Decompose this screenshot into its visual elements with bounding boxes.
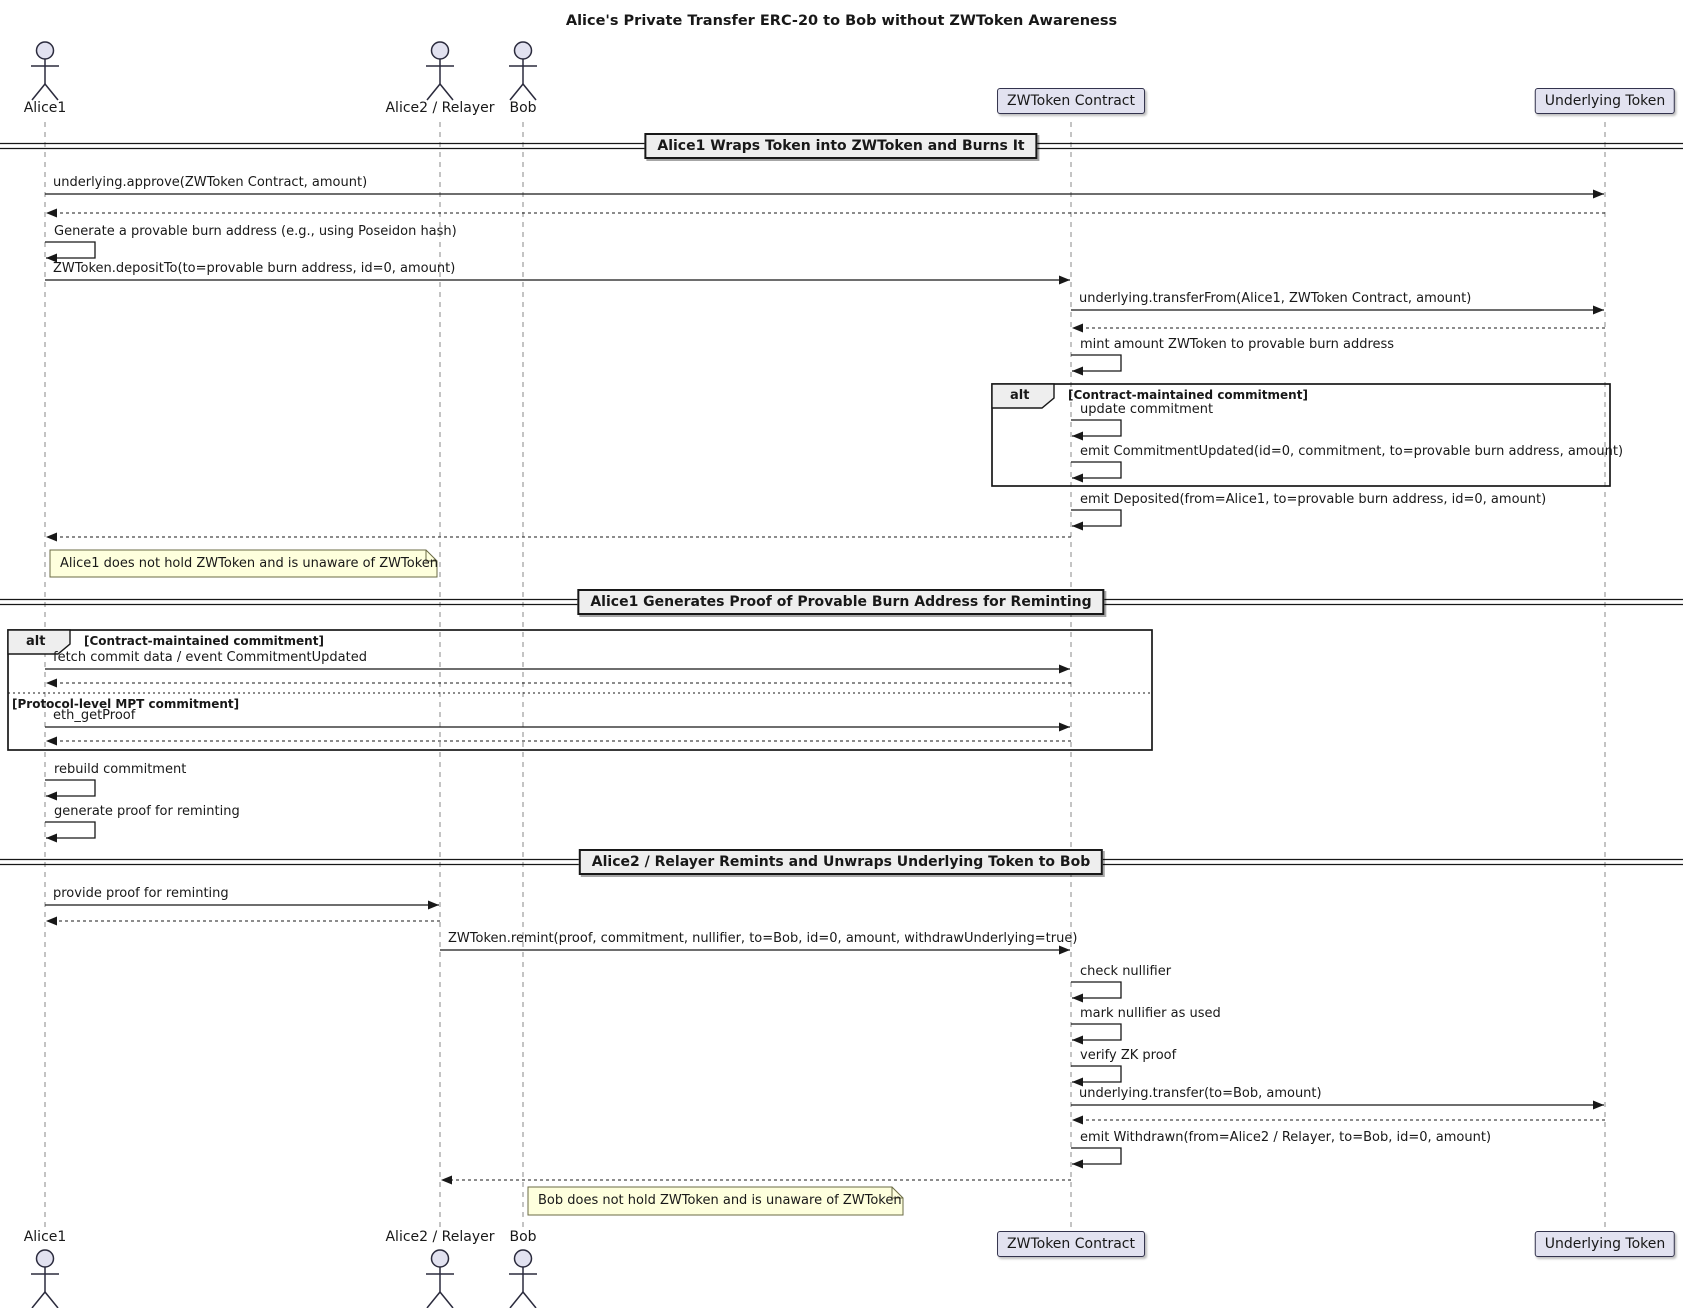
- msg-update-commitment-arrow: [1071, 419, 1122, 441]
- msg-underlying-transfer-label: underlying.transfer(to=Bob, amount): [1079, 1086, 1322, 1101]
- msg-mark-nullifier-label: mark nullifier as used: [1080, 1006, 1221, 1021]
- alice2-actor-leg-right-top: [439, 83, 454, 101]
- alice1-actor-head-bottom: [35, 1249, 55, 1268]
- bob-actor-head-bottom: [513, 1249, 533, 1268]
- alice1-label-bottom: Alice1: [23, 1229, 67, 1245]
- msg-fetch-commit-label: fetch commit data / event CommitmentUpda…: [53, 650, 367, 665]
- msg-approve-label: underlying.approve(ZWToken Contract, amo…: [53, 175, 368, 190]
- msg-generate-burn-address-label: Generate a provable burn address (e.g., …: [54, 224, 457, 239]
- bob-actor-leg-right-bottom: [522, 1291, 537, 1308]
- alice2-actor-head-bottom: [430, 1249, 450, 1268]
- alice2-label-bottom: Alice2 / Relayer: [385, 1229, 495, 1245]
- note-alice1-unaware-label: Alice1 does not hold ZWToken and is unaw…: [60, 556, 439, 571]
- bob-actor-leg-left-bottom: [509, 1291, 524, 1308]
- alt-commitment-source-operator-tab: [7, 629, 71, 655]
- msg-rebuild-commitment-arrow: [45, 779, 96, 801]
- msg-generate-proof-label: generate proof for reminting: [54, 804, 240, 819]
- bob-actor-leg-right-top: [522, 83, 537, 101]
- msg-transfer-from-label: underlying.transferFrom(Alice1, ZWToken …: [1079, 291, 1472, 306]
- msg-verify-zk-proof-label: verify ZK proof: [1080, 1048, 1177, 1063]
- note-bob-unaware-label: Bob does not hold ZWToken and is unaware…: [538, 1193, 902, 1208]
- alice1-actor-leg-left-top: [31, 83, 46, 101]
- msg-rebuild-commitment-label: rebuild commitment: [54, 762, 187, 777]
- msg-check-nullifier-label: check nullifier: [1080, 964, 1172, 979]
- alt-contract-commitment-frame: [991, 383, 1611, 487]
- msg-check-nullifier-arrow: [1071, 981, 1122, 1003]
- note-bob-unaware-fold: [891, 1187, 903, 1199]
- alice2-actor-head-top: [430, 41, 450, 60]
- note-alice1-unaware-fold: [425, 550, 437, 562]
- alice2-label-top: Alice2 / Relayer: [385, 100, 495, 116]
- msg-remint-label: ZWToken.remint(proof, commitment, nullif…: [448, 931, 1078, 946]
- msg-provide-proof-label: provide proof for reminting: [53, 886, 229, 901]
- alice1-actor-head-top: [35, 41, 55, 60]
- alice2-actor-leg-left-bottom: [426, 1291, 441, 1308]
- msg-verify-zk-proof-arrow: [1071, 1065, 1122, 1087]
- diagram-title: Alice's Private Transfer ERC-20 to Bob w…: [565, 13, 1118, 29]
- msg-eth-getproof-label: eth_getProof: [53, 708, 136, 723]
- alice1-actor-leg-right-bottom: [44, 1291, 59, 1308]
- alt-commitment-source-frame: [7, 629, 1153, 751]
- alice1-actor-leg-right-top: [44, 83, 59, 101]
- alt-commitment-source-condition-0: [Contract-maintained commitment]: [84, 634, 324, 648]
- msg-emit-deposited-label: emit Deposited(from=Alice1, to=provable …: [1080, 492, 1547, 507]
- underlying-box-bottom: Underlying Token: [1534, 1231, 1676, 1257]
- alice2-actor-leg-right-bottom: [439, 1291, 454, 1308]
- bob-actor-head-top: [513, 41, 533, 60]
- bob-label-top: Bob: [509, 100, 537, 116]
- alt-contract-commitment-operator-tab: [991, 383, 1055, 409]
- msg-emit-commitment-updated-arrow: [1071, 461, 1122, 483]
- msg-generate-proof-arrow: [45, 821, 96, 843]
- msg-emit-withdrawn-label: emit Withdrawn(from=Alice2 / Relayer, to…: [1080, 1130, 1492, 1145]
- zwtoken-box-top: ZWToken Contract: [997, 88, 1145, 114]
- alt-contract-commitment-operator-label: alt: [1010, 388, 1030, 403]
- bob-label-bottom: Bob: [509, 1229, 537, 1245]
- section-wrap-burn-label: Alice1 Wraps Token into ZWToken and Burn…: [644, 133, 1038, 159]
- msg-update-commitment-label: update commitment: [1080, 402, 1214, 417]
- underlying-box-top: Underlying Token: [1534, 88, 1676, 114]
- alt-contract-commitment-condition-0: [Contract-maintained commitment]: [1068, 388, 1308, 402]
- alt-commitment-source-condition-1: [Protocol-level MPT commitment]: [12, 697, 240, 711]
- alice2-actor-leg-left-top: [426, 83, 441, 101]
- note-alice1-unaware-body: [49, 549, 438, 578]
- section-remint-unwrap-label: Alice2 / Relayer Remints and Unwraps Und…: [578, 849, 1104, 875]
- msg-deposit-to-label: ZWToken.depositTo(to=provable burn addre…: [53, 261, 456, 276]
- msg-emit-deposited-arrow: [1071, 509, 1122, 531]
- bob-actor-leg-left-top: [509, 83, 524, 101]
- msg-mint-arrow: [1071, 354, 1122, 376]
- alt-commitment-source-operator-label: alt: [26, 634, 46, 649]
- section-generate-proof-label: Alice1 Generates Proof of Provable Burn …: [577, 589, 1105, 615]
- msg-generate-burn-address-arrow: [45, 241, 96, 263]
- alice1-actor-leg-left-bottom: [31, 1291, 46, 1308]
- msg-mark-nullifier-arrow: [1071, 1023, 1122, 1045]
- msg-emit-withdrawn-arrow: [1071, 1147, 1122, 1169]
- note-bob-unaware-body: [527, 1186, 904, 1216]
- zwtoken-box-bottom: ZWToken Contract: [997, 1231, 1145, 1257]
- alice1-label-top: Alice1: [23, 100, 67, 116]
- msg-emit-commitment-updated-label: emit CommitmentUpdated(id=0, commitment,…: [1080, 444, 1624, 459]
- msg-mint-label: mint amount ZWToken to provable burn add…: [1080, 337, 1395, 352]
